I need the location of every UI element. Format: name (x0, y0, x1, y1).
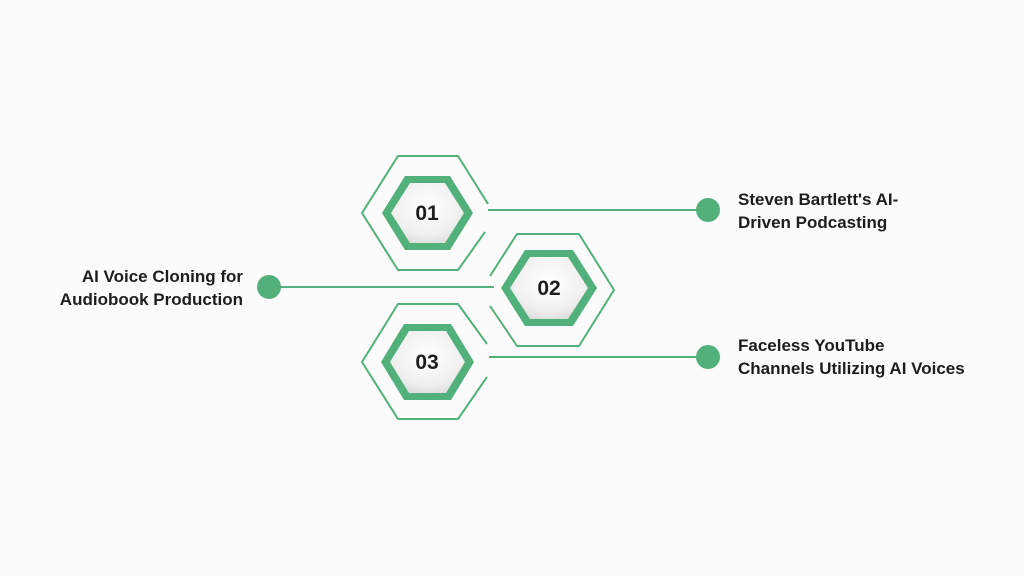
hexagon-01: 01 (361, 155, 489, 271)
hexagon-01-outline (361, 155, 489, 271)
hexagon-02-outline (489, 233, 615, 347)
hexagon-02-number: 02 (537, 277, 560, 300)
connector-dot-01 (696, 198, 720, 222)
connector-dot-03 (696, 345, 720, 369)
item-03-label: Faceless YouTube Channels Utilizing AI V… (738, 336, 965, 378)
hexagon-03-center (390, 331, 465, 393)
hexagon-03-number: 03 (415, 351, 438, 374)
hexagon-01-number: 01 (415, 202, 439, 225)
item-02-label: AI Voice Cloning for Audiobook Productio… (59, 267, 243, 309)
hexagon-03: 03 (361, 303, 488, 420)
hexagon-02-center (510, 257, 588, 319)
hexagon-03-outline (361, 303, 488, 420)
hexagon-02: 02 (489, 233, 615, 347)
hexagon-01-center (391, 183, 464, 243)
connector-dot-02 (257, 275, 281, 299)
item-01-label: Steven Bartlett's AI- Driven Podcasting (738, 190, 899, 232)
